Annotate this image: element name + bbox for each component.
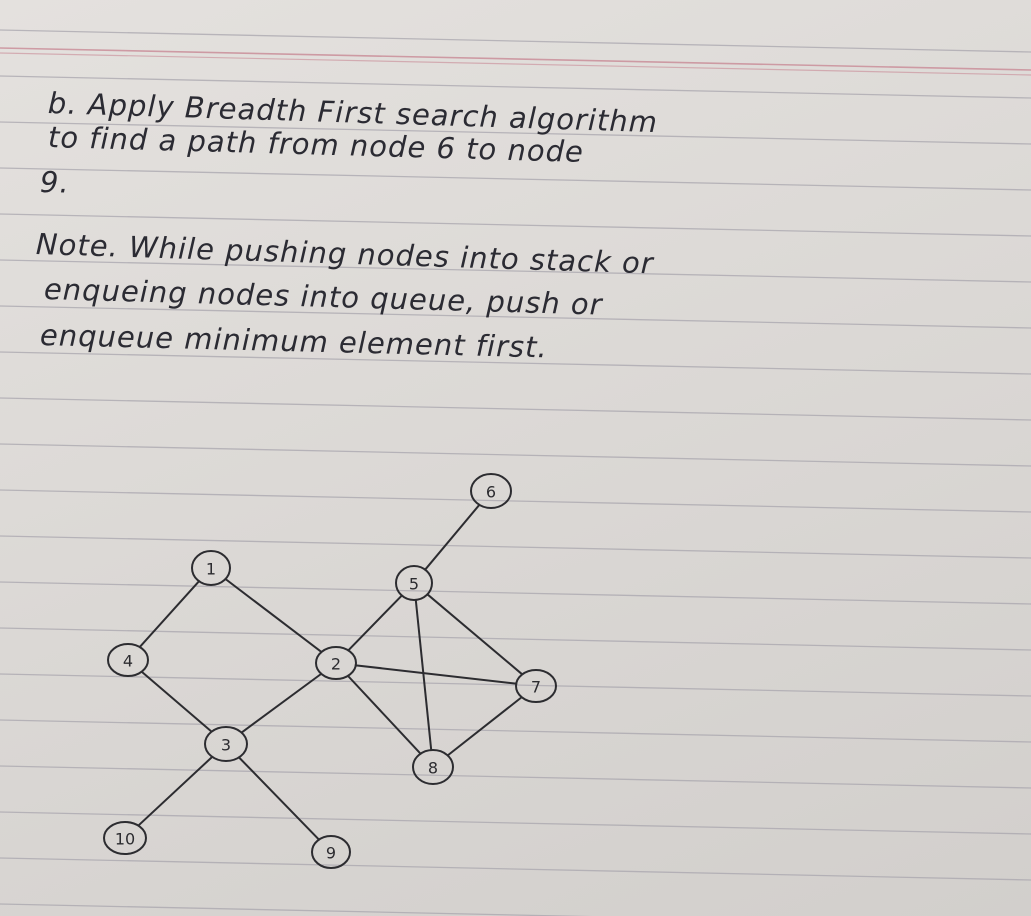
edge-2-3	[240, 672, 323, 734]
ruled-line	[0, 489, 1031, 513]
edge-5-2	[347, 594, 404, 652]
node-circle	[311, 835, 351, 869]
ruled-line	[0, 765, 1031, 789]
ruled-line	[0, 581, 1031, 605]
edge-4-3	[140, 670, 213, 733]
margin-line	[0, 47, 1031, 71]
edge-2-7	[354, 664, 518, 685]
node-label: 5	[409, 575, 419, 594]
node-label: 8	[428, 759, 438, 778]
node-circle	[412, 749, 454, 785]
ruled-line	[0, 443, 1031, 467]
node-3: 3	[204, 726, 248, 762]
node-6: 6	[470, 473, 512, 509]
node-circle	[470, 473, 512, 509]
ruled-line	[0, 305, 1031, 329]
graph-nodes: 1 2 3 4 5 6 7 8 9 10	[103, 473, 557, 869]
node-circle	[204, 726, 248, 762]
node-label: 4	[123, 652, 133, 671]
ruled-line	[0, 351, 1031, 375]
ruled-line	[0, 627, 1031, 651]
edge-5-8	[414, 598, 433, 752]
node-label: 2	[331, 655, 341, 674]
node-circle	[395, 565, 433, 601]
edge-8-7	[446, 696, 523, 757]
node-circle	[515, 669, 557, 703]
edge-2-8	[346, 674, 422, 755]
ruled-line	[0, 857, 1031, 881]
margin-line-2	[0, 52, 1031, 76]
ruled-line	[0, 75, 1031, 99]
node-8: 8	[412, 749, 454, 785]
ruled-line	[0, 719, 1031, 743]
node-4: 4	[107, 643, 149, 677]
ruled-line	[0, 213, 1031, 237]
ruled-line	[0, 535, 1031, 559]
node-label: 1	[206, 560, 216, 579]
edge-1-4	[138, 579, 201, 649]
node-2: 2	[315, 646, 357, 680]
ruled-line	[0, 397, 1031, 421]
node-label: 3	[221, 736, 231, 755]
graph-edges	[137, 503, 524, 841]
edge-3-10	[137, 755, 214, 827]
node-label: 6	[486, 483, 496, 502]
node-circle	[191, 550, 231, 586]
edge-5-7	[426, 593, 524, 676]
node-circle	[107, 643, 149, 677]
edge-3-9	[237, 756, 321, 841]
ruled-line	[0, 121, 1031, 145]
node-1: 1	[191, 550, 231, 586]
node-label: 7	[531, 678, 541, 697]
ruled-line	[0, 903, 593, 916]
node-circle	[315, 646, 357, 680]
ruled-line	[0, 259, 1031, 283]
node-label: 10	[115, 830, 135, 849]
edge-1-2	[224, 577, 323, 654]
ruled-line	[0, 167, 1031, 191]
edge-6-5	[423, 503, 481, 571]
node-10: 10	[103, 821, 147, 855]
node-label: 9	[326, 844, 336, 863]
ruled-line	[0, 811, 1031, 835]
node-7: 7	[515, 669, 557, 703]
ruled-line	[0, 29, 1031, 53]
node-5: 5	[395, 565, 433, 601]
node-9: 9	[311, 835, 351, 869]
node-circle	[103, 821, 147, 855]
